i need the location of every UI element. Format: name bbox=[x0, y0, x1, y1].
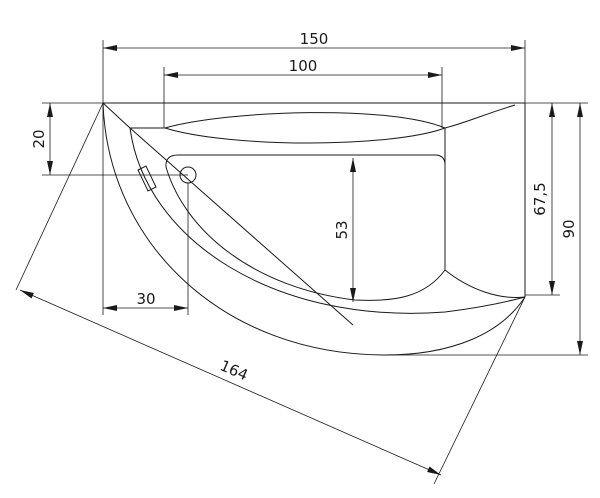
dimension-label-53: 53 bbox=[333, 220, 351, 239]
dimension-164: 164 bbox=[15, 102, 526, 485]
dimension-label-100: 100 bbox=[289, 57, 318, 75]
dimension-30: 30 bbox=[102, 103, 189, 315]
dimension-label-67-5: 67,5 bbox=[531, 182, 549, 215]
dimension-label-150: 150 bbox=[300, 30, 329, 48]
dimension-100: 100 bbox=[163, 57, 443, 128]
dimension-label-90: 90 bbox=[560, 219, 578, 238]
dimension-67-5: 67,5 bbox=[525, 102, 560, 296]
bathtub-outline bbox=[102, 102, 526, 356]
dimension-90: 90 bbox=[385, 102, 588, 356]
dimension-20: 20 bbox=[30, 102, 188, 176]
dimension-150: 150 bbox=[102, 30, 526, 103]
dimension-label-164: 164 bbox=[217, 356, 250, 384]
overflow-fitting bbox=[137, 165, 157, 192]
dimension-label-30: 30 bbox=[136, 290, 155, 308]
dimension-label-20: 20 bbox=[30, 129, 48, 148]
basin bbox=[129, 104, 526, 326]
dimension-53: 53 bbox=[333, 158, 356, 302]
